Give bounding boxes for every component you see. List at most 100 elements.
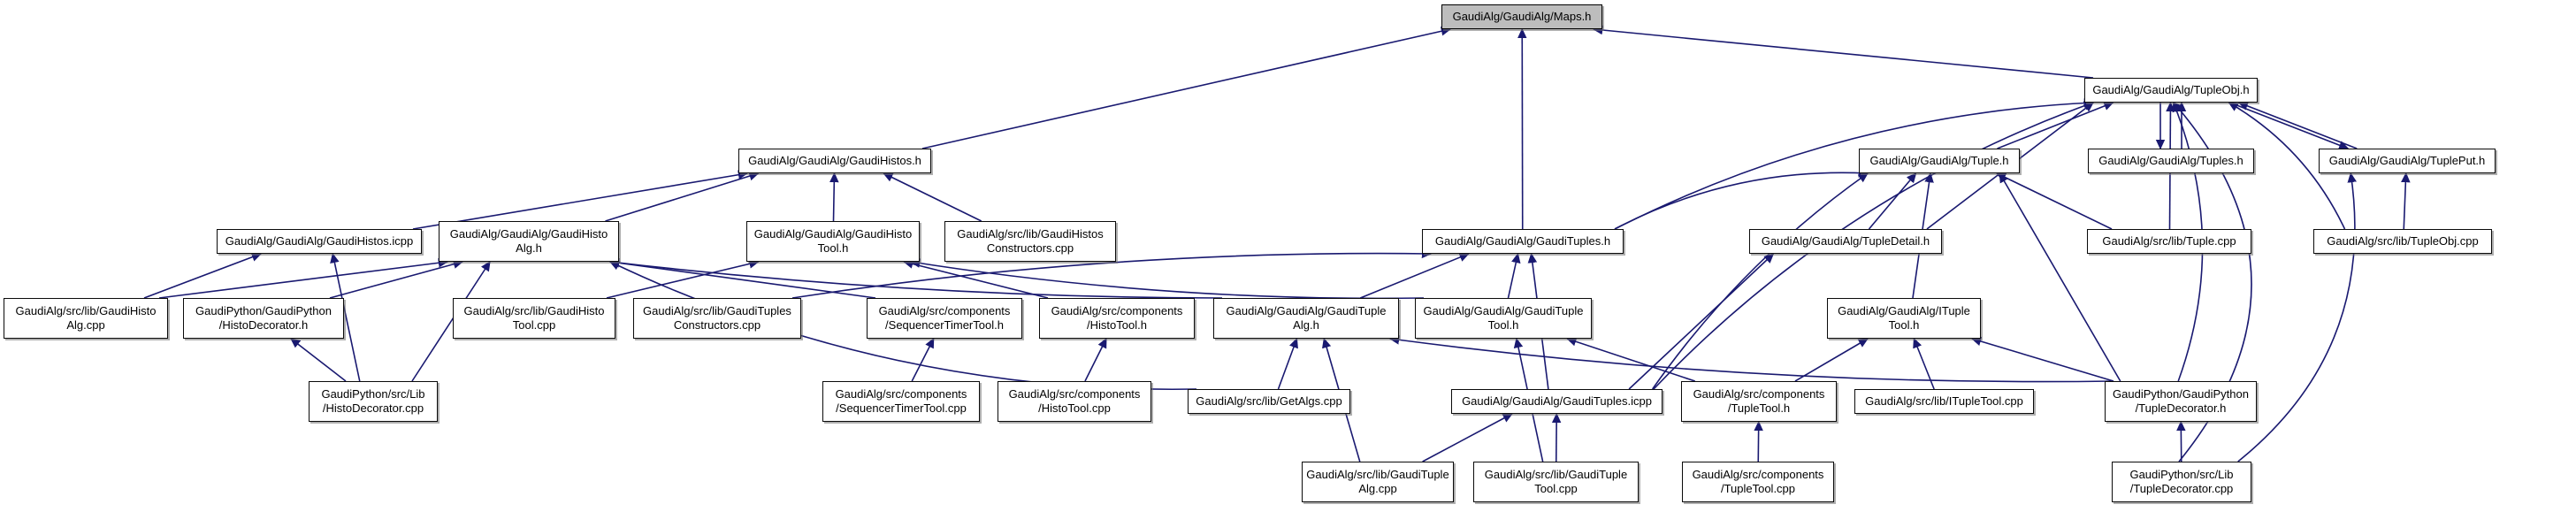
include-edge-gaudihistoalg_cpp-to-gaudihistoalg_h (158, 258, 449, 299)
graph-node-tupledecorator-cpp[interactable]: GaudiPython/src/Lib/TupleDecorator.cpp (2112, 462, 2251, 502)
node-label-line: GaudiAlg/GaudiAlg/GaudiTuples.icpp (1462, 394, 1652, 408)
graph-node-histodecorator-h[interactable]: GaudiPython/GaudiPython/HistoDecorator.h (183, 298, 344, 339)
graph-node-histotool-cpp[interactable]: GaudiAlg/src/components/HistoTool.cpp (998, 381, 1151, 422)
include-edge-gaudituplealg_h-to-gaudihistoalg_h (608, 257, 1223, 299)
node-label-line: Tool.h (1888, 318, 1920, 332)
node-label-line: GaudiAlg/src/lib/Tuple.cpp (2102, 233, 2236, 248)
include-edge-gauditupletool_h-to-gaudituples_h (1507, 252, 1521, 299)
include-edge-tupledecorator_cpp-to-tupleput_h (2237, 172, 2357, 462)
include-edge-tupleobj_cpp-to-tupleobj_h (2228, 102, 2346, 230)
node-label-line: GaudiAlg/src/lib/ITupleTool.cpp (1865, 394, 2023, 408)
node-label-line: Constructors.cpp (673, 318, 761, 332)
node-label-line: /TupleDecorator.cpp (2129, 482, 2234, 495)
node-label-line: Constructors.cpp (986, 241, 1074, 255)
node-label-line: /HistoDecorator.h (218, 318, 309, 332)
node-label-line: GaudiAlg/GaudiAlg/Tuples.h (2098, 153, 2243, 167)
node-label-line: GaudiAlg/src/lib/GetAlgs.cpp (1196, 394, 1342, 408)
node-label-line: Alg.h (516, 241, 542, 255)
node-label-line: GaudiAlg/GaudiAlg/GaudiTuple (1226, 303, 1387, 317)
graph-node-maps-h[interactable]: GaudiAlg/GaudiAlg/Maps.h (1441, 4, 1602, 29)
graph-node-gaudihistos-icpp[interactable]: GaudiAlg/GaudiAlg/GaudiHistos.icpp (217, 229, 422, 254)
node-label-line: GaudiAlg/GaudiAlg/GaudiHisto (449, 226, 608, 241)
node-label-line: /SequencerTimerTool.cpp (836, 401, 967, 415)
graph-node-gaudituples-icpp[interactable]: GaudiAlg/GaudiAlg/GaudiTuples.icpp (1451, 389, 1663, 414)
node-label-line: GaudiAlg/src/lib/GaudiHisto (463, 303, 605, 317)
node-label-line: GaudiAlg/src/lib/GaudiTuples (643, 303, 791, 317)
include-edge-tupletool_h-to-gauditupletool_h (1566, 337, 1696, 382)
node-label-line: /HistoTool.cpp (1038, 401, 1111, 415)
graph-node-getalgs-cpp[interactable]: GaudiAlg/src/lib/GetAlgs.cpp (1188, 389, 1350, 414)
include-edge-gaudihistotool_cpp-to-gaudihistotool_h (606, 259, 760, 299)
node-label-line: GaudiAlg/src/components (835, 386, 967, 401)
graph-node-tuple-cpp[interactable]: GaudiAlg/src/lib/Tuple.cpp (2087, 229, 2251, 254)
include-edge-getalgs_cpp-to-gaudituplealg_h (1277, 337, 1298, 390)
node-label-line: GaudiPython/src/Lib (321, 386, 425, 401)
node-label-line: GaudiAlg/src/components (1008, 386, 1141, 401)
graph-node-tuple-h[interactable]: GaudiAlg/GaudiAlg/Tuple.h (1859, 149, 2020, 173)
node-label-line: GaudiAlg/GaudiAlg/GaudiTuple (1423, 303, 1584, 317)
include-edge-gaudituplealg_h-to-gaudituples_h (1359, 252, 1470, 299)
include-edge-tupletool_cpp-to-tupletool_h (1754, 420, 1763, 462)
graph-node-histodecorator-cpp[interactable]: GaudiPython/src/Lib/HistoDecorator.cpp (309, 381, 438, 422)
include-edge-tupledecorator_h-to-itupletool_h (1970, 336, 2114, 382)
node-label-line: GaudiAlg/src/lib/TupleObj.cpp (2327, 233, 2479, 248)
graph-node-tupledecorator-h[interactable]: GaudiPython/GaudiPython/TupleDecorator.h (2105, 381, 2257, 422)
include-edge-tupledecorator_h-to-tuple_h (1999, 172, 2121, 382)
node-label-line: GaudiAlg/GaudiAlg/Maps.h (1452, 9, 1592, 23)
graph-node-itupletool-cpp[interactable]: GaudiAlg/src/lib/ITupleTool.cpp (1854, 389, 2034, 414)
graph-node-sequencertimertool-h[interactable]: GaudiAlg/src/components/SequencerTimerTo… (867, 298, 1022, 339)
node-label-line: GaudiPython/GaudiPython (195, 303, 332, 317)
include-edge-tupleobj_h-to-maps_h (1592, 25, 2094, 79)
graph-node-tupleobj-cpp[interactable]: GaudiAlg/src/lib/TupleObj.cpp (2313, 229, 2492, 254)
graph-node-gaudihistos-h[interactable]: GaudiAlg/GaudiAlg/GaudiHistos.h (738, 149, 931, 173)
include-edge-tupledecorator_cpp-to-tupledecorator_h (2176, 420, 2186, 462)
include-edge-tuple_cpp-to-tuple_h (1995, 172, 2113, 230)
node-label-line: GaudiAlg/GaudiAlg/GaudiHistos.h (748, 153, 921, 167)
node-label-line: GaudiAlg/GaudiAlg/Tuple.h (1869, 153, 2009, 167)
node-label-line: GaudiAlg/GaudiAlg/GaudiHistos.icpp (225, 233, 414, 248)
include-edge-tupleobj_h-to-tupleput_h (2229, 102, 2350, 150)
include-edge-gaudituples_h-to-maps_h (1517, 27, 1527, 230)
include-edge-histodecorator_h-to-gaudihistoalg_h (329, 259, 464, 299)
graph-node-tupletool-cpp[interactable]: GaudiAlg/src/components/TupleTool.cpp (1682, 462, 1834, 502)
include-edge-gaudituples_icpp-to-tupledetail_h (1628, 253, 1775, 390)
include-edge-tupleobj_cpp-to-tupleput_h (2401, 172, 2411, 230)
graph-node-tupledetail-h[interactable]: GaudiAlg/GaudiAlg/TupleDetail.h (1749, 229, 1942, 254)
node-label-line: /HistoTool.h (1087, 318, 1147, 332)
graph-node-gaudituples-h[interactable]: GaudiAlg/GaudiAlg/GaudiTuples.h (1422, 229, 1624, 254)
include-edge-gaudihistoalg_cpp-to-gaudihistos_icpp (143, 252, 263, 299)
node-label-line: GaudiPython/GaudiPython (2113, 386, 2249, 401)
graph-node-tupleobj-h[interactable]: GaudiAlg/GaudiAlg/TupleObj.h (2084, 78, 2258, 103)
graph-node-tuples-h[interactable]: GaudiAlg/GaudiAlg/Tuples.h (2088, 149, 2254, 173)
graph-node-tupletool-h[interactable]: GaudiAlg/src/components/TupleTool.h (1681, 381, 1837, 422)
node-label-line: Tool.cpp (512, 318, 556, 332)
node-label-line: GaudiPython/src/Lib (2129, 467, 2234, 481)
include-edge-tupletool_h-to-itupletool_h (1794, 338, 1869, 382)
node-label-line: GaudiAlg/src/lib/GaudiHisto (15, 303, 157, 317)
node-label-line: Tool.h (817, 241, 849, 255)
node-label-line: GaudiAlg/GaudiAlg/TupleDetail.h (1761, 233, 1930, 248)
node-label-line: Tool.h (1487, 318, 1519, 332)
node-label-line: /TupleTool.cpp (1720, 482, 1796, 495)
include-edge-gaudituples_h-to-tupleobj_h (1614, 98, 2095, 230)
include-edge-gaudituples_icpp-to-tuple_h (1651, 172, 1869, 390)
graph-node-histotool-h[interactable]: GaudiAlg/src/components/HistoTool.h (1039, 298, 1195, 339)
include-edge-gaudihistoalg_h-to-gaudihistos_h (605, 171, 760, 222)
include-edge-histotool_cpp-to-histotool_h (1084, 337, 1107, 382)
include-edge-gaudihistotool_h-to-gaudihistos_h (829, 172, 839, 222)
graph-node-tupleput-h[interactable]: GaudiAlg/GaudiAlg/TuplePut.h (2319, 149, 2496, 173)
graph-node-sequencertimertool-cpp[interactable]: GaudiAlg/src/components/SequencerTimerTo… (822, 381, 980, 422)
